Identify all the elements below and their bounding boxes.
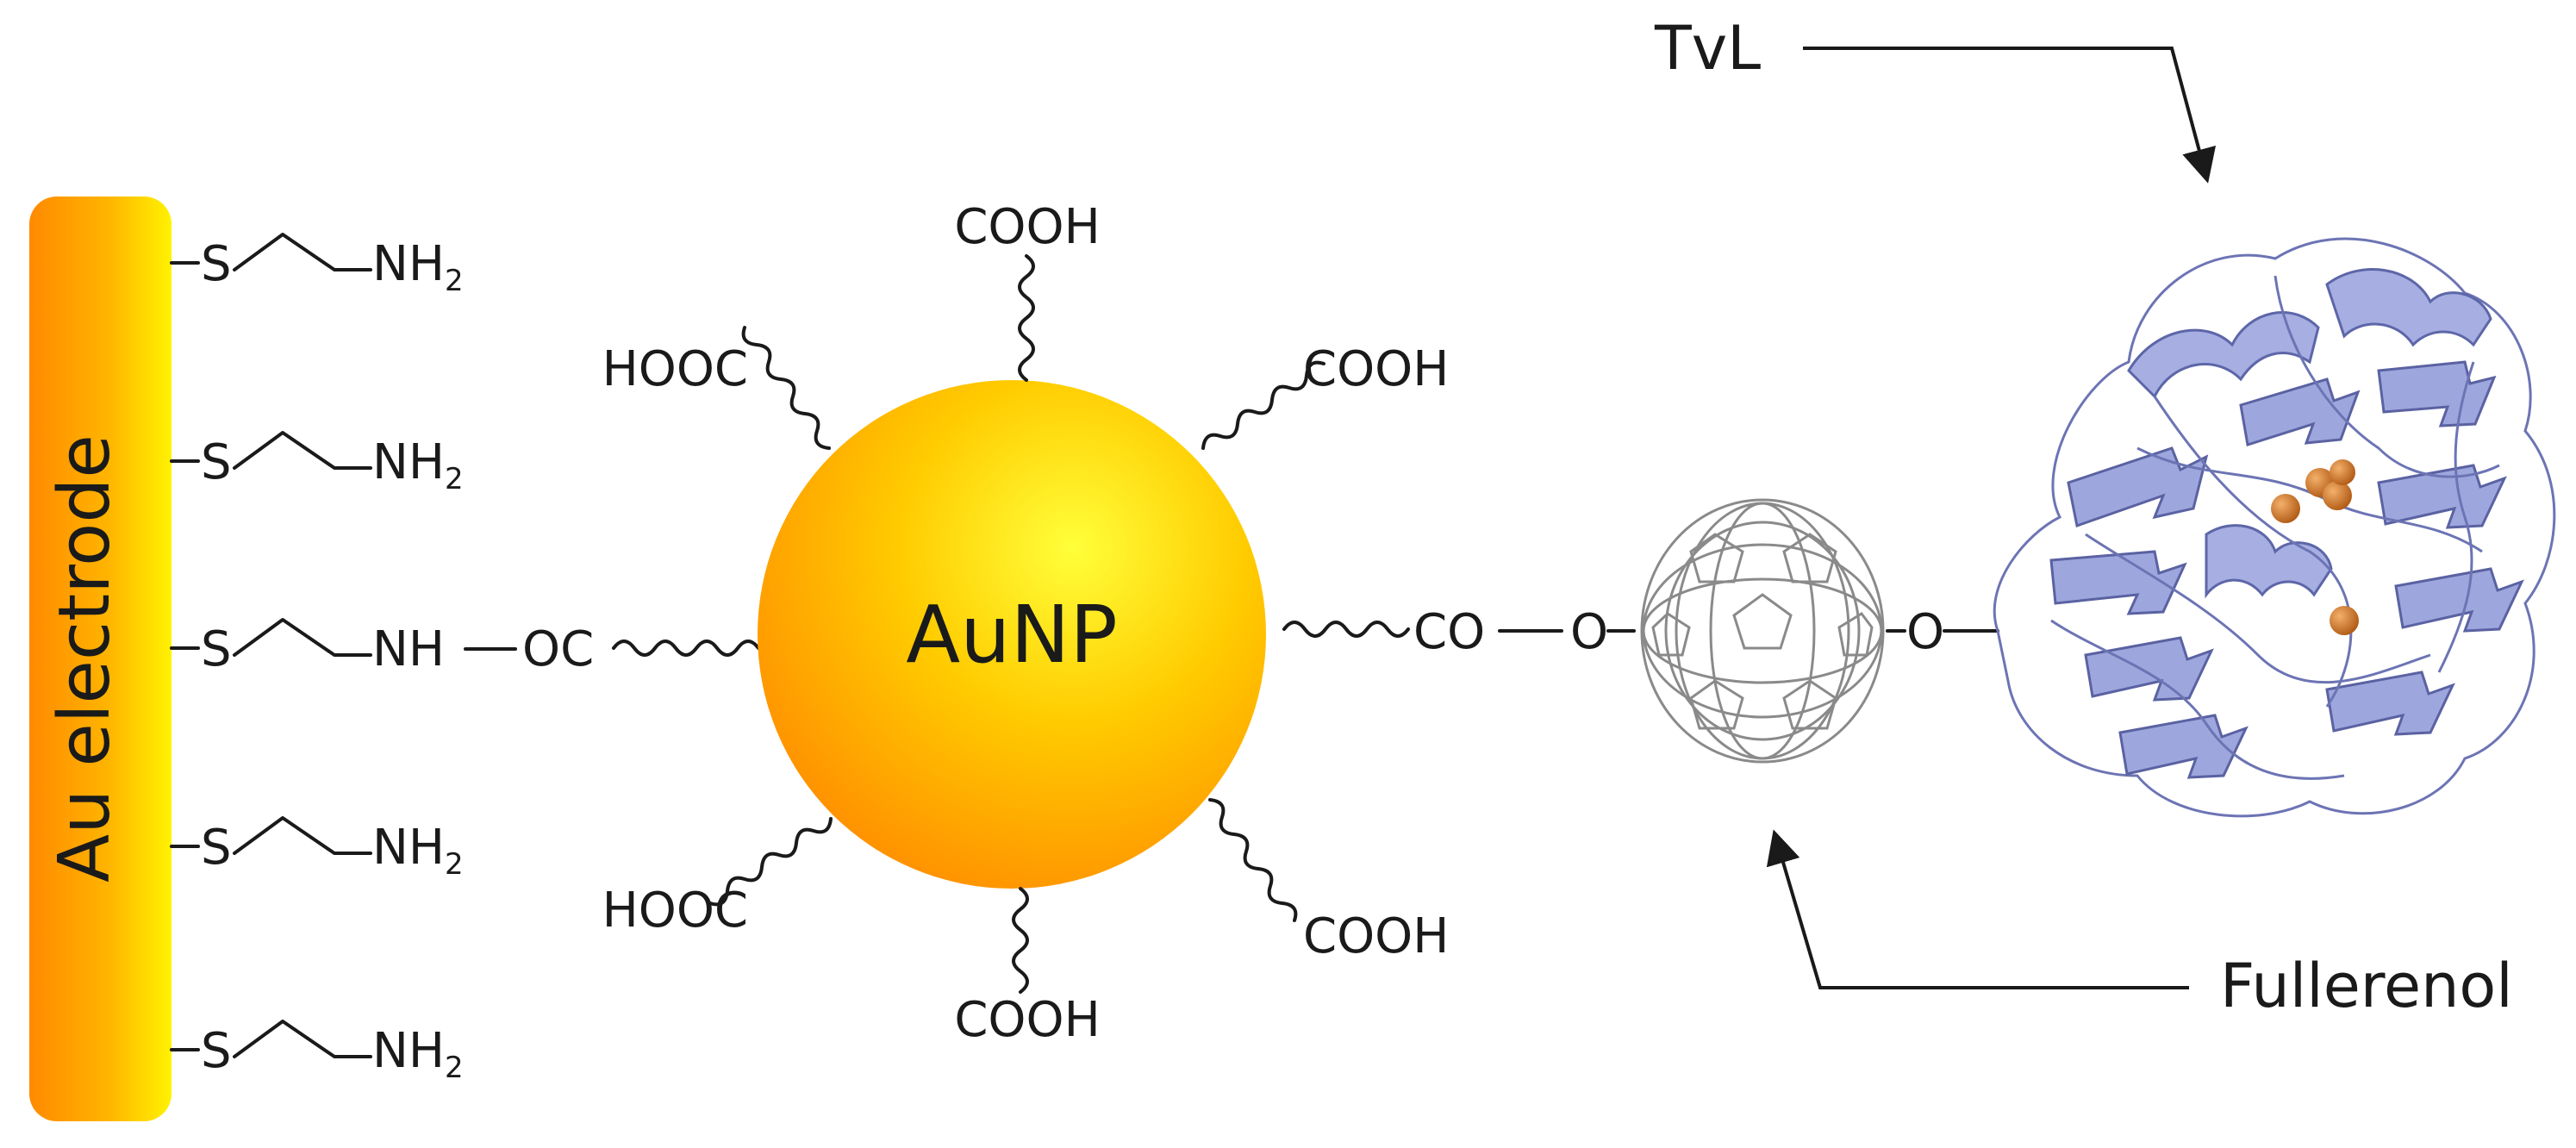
fullerenol-label: Fullerenol [2220,951,2513,1021]
gold-nanoparticle: AuNP [758,380,1266,889]
nanoparticle-label: AuNP [906,589,1118,681]
sulfur-atom: S [201,820,232,876]
amide-carbonyl: OC [522,621,594,677]
ether-oxygen: O [1906,604,1944,660]
au-electrode: Au electrode [29,197,172,1121]
sulfur-atom: S [201,621,232,677]
carboxyl-top-left: HOOC [602,341,748,397]
thiol-linker-2: S NH2 [170,431,464,496]
laccase-enzyme [1993,237,2556,818]
wavy-chain-top-right [1201,360,1325,450]
amine-group: NH2 [372,1023,464,1085]
wavy-linker-right [1282,621,1410,638]
carboxyl-top-right: COOH [1303,341,1449,397]
wavy-chain-bottom-left [708,817,833,907]
fullerenol-callout: Fullerenol [1766,829,2513,1021]
wavy-chain-top-left [741,326,831,450]
copper-atom [2330,459,2355,485]
enzyme-callout: TvL [1654,13,2217,184]
amine-group: NH2 [372,820,464,882]
copper-atom [2323,481,2352,510]
fullerenol-molecule [1640,498,1885,764]
wavy-chain-bottom [1012,887,1029,994]
thiol-linker-1: S NH2 [170,233,464,298]
enzyme-label: TvL [1654,13,1761,84]
ester-carbonyl: CO [1413,604,1485,660]
carboxyl-bottom: COOH [954,992,1100,1048]
electrode-label: Au electrode [44,434,126,883]
amine-group: NH2 [372,434,464,496]
thiol-linker-4: S NH2 [170,816,464,882]
thiol-linker-3-amide: S NH OC [170,618,594,677]
thiol-linker-5: S NH2 [170,1020,464,1085]
amine-group: NH [372,621,445,677]
sulfur-atom: S [201,236,232,292]
copper-atom [2271,494,2300,523]
amine-group: NH2 [372,236,464,298]
sulfur-atom: S [201,434,232,490]
copper-atom [2330,606,2359,635]
carboxyl-bottom-right: COOH [1303,908,1449,964]
wavy-chain-bottom-right [1208,798,1298,922]
carboxyl-bottom-left: HOOC [602,883,748,939]
wavy-linker-left [612,640,760,657]
sulfur-atom: S [201,1023,232,1079]
ester-oxygen: O [1570,604,1608,660]
carboxyl-top: COOH [954,199,1100,255]
wavy-chain-top [1018,254,1035,382]
